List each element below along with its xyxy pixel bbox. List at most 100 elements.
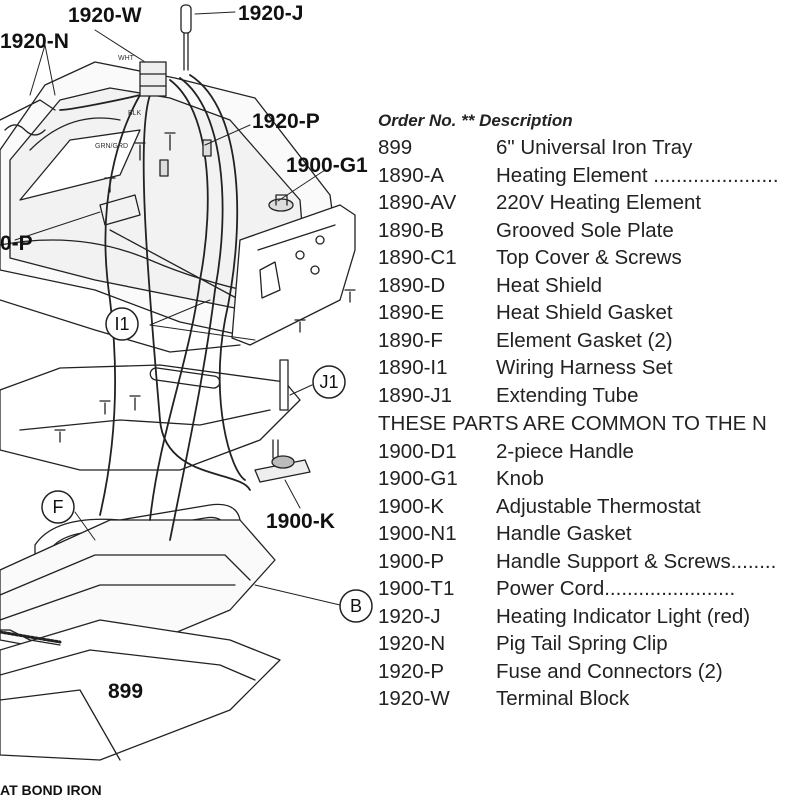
common-parts-note: THESE PARTS ARE COMMON TO THE N (378, 412, 767, 435)
handle-support-bracket (231, 204, 356, 346)
parts-list: Order No. ** Description 899 6" Universal… (378, 108, 800, 713)
callout-circles (41, 307, 373, 623)
part-description: Heat Shield (496, 273, 602, 297)
part-row: 1900-N1 Handle Gasket (378, 520, 800, 548)
part-description: Element Gasket (2) (496, 328, 673, 352)
part-row: 1900-P Handle Support & Screws........ (378, 548, 800, 576)
part-order-number: 1890-F (378, 328, 443, 352)
parts-group-1: 899 6" Universal Iron Tray 1890-A Heating E… (378, 134, 800, 409)
part-description: 220V Heating Element (496, 191, 702, 214)
part-row: 1890-B Grooved Sole Plate (378, 217, 800, 245)
part-description: Extending Tube (496, 383, 639, 407)
callout-1920-n: 1920-N (0, 30, 69, 53)
part-row: 899 6" Universal Iron Tray (378, 134, 800, 162)
part-order-number: 1890-C1 (378, 246, 457, 269)
part-description: Terminal Block (496, 687, 630, 710)
part-order-number: 1890-J1 (378, 383, 453, 407)
wire-label-grn: GRN/GRD (95, 143, 128, 150)
callout-j1: J1 (319, 372, 338, 392)
part-row: 1900-T1 Power Cord....................... (378, 575, 800, 603)
part-description: Heat Shield Gasket (496, 301, 673, 324)
diagram-caption: AT BOND IRON (0, 782, 102, 798)
part-row: 1920-W Terminal Block (378, 685, 800, 713)
callout-circle-j1 (312, 365, 346, 399)
part-order-number: 1920-N (378, 632, 446, 655)
parts-list-header: Order No. ** Description (378, 111, 573, 130)
terminal-block (139, 61, 167, 97)
part-description: Wiring Harness Set (496, 356, 673, 379)
part-description: Fuse and Connectors (2) (496, 659, 723, 683)
part-row: 1890-J1 Extending Tube (378, 382, 800, 410)
part-order-number: 1920-W (378, 687, 450, 710)
part-row: 1900-K Adjustable Thermostat (378, 493, 800, 521)
sole-plate (0, 519, 276, 661)
top-cover (0, 61, 341, 353)
part-description: 2-piece Handle (496, 439, 634, 463)
part-order-number: 1890-B (378, 218, 445, 242)
part-row: 1890-AV 220V Heating Element (378, 189, 800, 217)
fuse-connector (99, 139, 212, 226)
callout-circle-i1 (105, 307, 139, 341)
part-row: 1920-J Heating Indicator Light (red) (378, 603, 800, 631)
heat-shield (0, 364, 301, 471)
part-row: 1920-P Fuse and Connectors (2) (378, 658, 800, 686)
part-row: 1920-N Pig Tail Spring Clip (378, 630, 800, 658)
callout-circle-f (41, 490, 75, 524)
part-row: 1890-D Heat Shield (378, 272, 800, 300)
part-order-number: 1890-E (378, 301, 445, 324)
thermostat (254, 439, 311, 483)
callout-1920-w: 1920-W (68, 4, 142, 27)
part-description: Handle Gasket (496, 522, 632, 545)
part-order-number: 899 (378, 136, 413, 159)
part-description: Pig Tail Spring Clip (496, 632, 668, 655)
part-order-number: 1900-D1 (378, 439, 457, 463)
part-row: 1890-E Heat Shield Gasket (378, 299, 800, 327)
wiring-harness (59, 74, 251, 541)
part-description: Power Cord....................... (496, 577, 736, 600)
callout-circle-b (339, 589, 373, 623)
part-description: Handle Support & Screws........ (496, 549, 777, 573)
part-row: 1900-D1 2-piece Handle (378, 438, 800, 466)
callout-partial-p: 0-P (0, 232, 33, 255)
part-order-number: 1900-G1 (378, 467, 458, 490)
wire-label-wht: WHT (118, 55, 135, 62)
part-description: Heating Indicator Light (red) (496, 604, 751, 628)
callout-f: F (53, 497, 64, 517)
iron-tray (0, 619, 281, 761)
part-order-number: 1920-P (378, 659, 445, 683)
parts-group-2: 1900-D1 2-piece Handle 1900-G1 Knob 1900-K Ad… (378, 438, 800, 713)
part-order-number: 1890-D (378, 273, 446, 297)
callout-1900-g1: 1900-G1 (286, 154, 368, 177)
part-order-number: 1890-I1 (378, 356, 448, 379)
callout-b: B (350, 596, 362, 616)
part-row: 1900-G1 Knob (378, 465, 800, 493)
callout-1920-j: 1920-J (238, 2, 303, 25)
pig-tail-clip (0, 99, 56, 136)
callout-899: 899 (108, 680, 143, 703)
part-description: Knob (496, 467, 544, 490)
part-description: 6" Universal Iron Tray (496, 136, 693, 159)
wire-label-blk: BLK (128, 110, 142, 117)
part-order-number: 1890-AV (378, 191, 457, 214)
callout-1900-k: 1900-K (266, 510, 335, 533)
part-order-number: 1900-K (378, 494, 445, 518)
part-order-number: 1890-A (378, 163, 445, 187)
part-order-number: 1900-T1 (378, 577, 455, 600)
part-row: 1890-I1 Wiring Harness Set (378, 354, 800, 382)
leader-lines (14, 11, 341, 606)
part-description: Grooved Sole Plate (496, 218, 674, 242)
part-row: 1890-A Heating Element ..................… (378, 162, 800, 190)
part-order-number: 1920-J (378, 604, 441, 628)
part-description: Adjustable Thermostat (496, 494, 701, 518)
indicator-light (180, 4, 192, 71)
part-order-number: 1900-N1 (378, 522, 457, 545)
part-row: 1890-C1 Top Cover & Screws (378, 244, 800, 272)
part-order-number: 1900-P (378, 549, 445, 573)
callout-1920-p: 1920-P (252, 110, 320, 133)
extending-tube (279, 359, 289, 411)
callout-i1: I1 (114, 314, 129, 334)
screws (54, 132, 356, 443)
part-description: Top Cover & Screws (496, 246, 682, 269)
part-description: Heating Element ...................... (496, 163, 779, 187)
